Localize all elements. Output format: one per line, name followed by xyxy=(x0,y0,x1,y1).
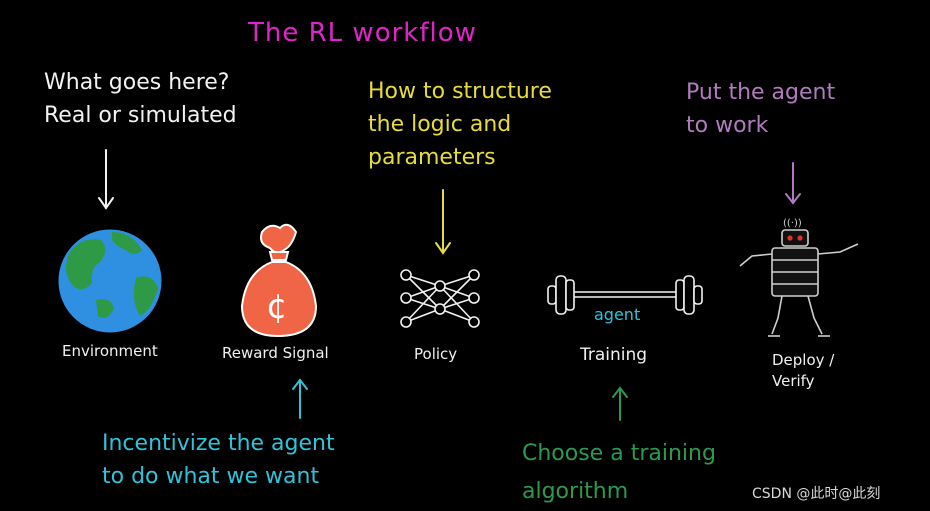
arrow-down-icon xyxy=(98,149,114,210)
arrow-down-icon xyxy=(785,162,801,205)
reward-note: Incentivize the agent to do what we want xyxy=(102,431,335,489)
arrow-up-icon xyxy=(612,386,628,421)
stage-label-policy: Policy xyxy=(414,345,458,363)
environment-note: What goes here? Real or simulated xyxy=(44,70,237,128)
deploy-note: Put the agent to work xyxy=(686,80,836,138)
stage-label-reward-signal: Reward Signal xyxy=(222,344,329,362)
stage-label-deploy-verify: Deploy / Verify xyxy=(772,351,835,390)
barbell-agent-text: agent xyxy=(594,305,640,324)
arrow-up-icon xyxy=(292,378,308,419)
policy-note: How to structure the logic and parameter… xyxy=(368,79,552,170)
antenna-signal-icon: ((·)) xyxy=(783,218,802,229)
barbell-icon xyxy=(547,275,703,315)
robot-icon xyxy=(739,229,859,337)
diagram-title: The RL workflow xyxy=(248,18,477,48)
neural-network-icon xyxy=(400,269,480,328)
training-note: Choose a training algorithm xyxy=(522,441,716,504)
stage-label-training: Training xyxy=(580,345,648,365)
cent-symbol: ¢ xyxy=(266,287,288,327)
stage-label-environment: Environment xyxy=(62,342,158,360)
watermark: CSDN @此时@此刻 xyxy=(752,486,881,502)
earth-icon xyxy=(55,226,165,336)
arrow-down-icon xyxy=(435,189,451,255)
money-bag-icon xyxy=(240,223,318,338)
